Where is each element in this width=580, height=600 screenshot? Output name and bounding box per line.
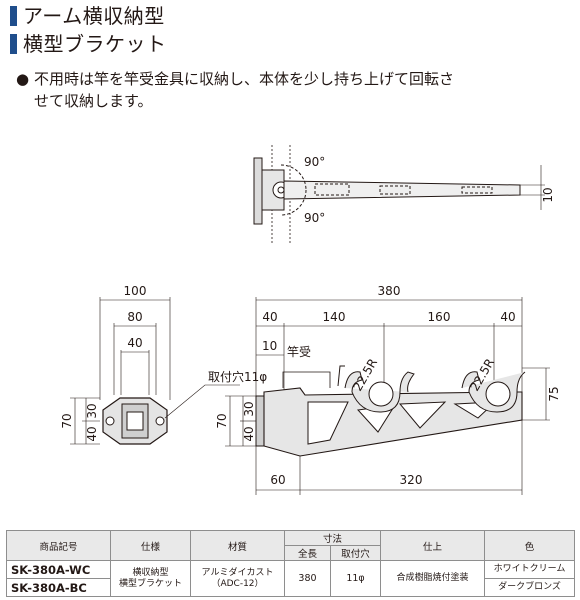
finish-cell: 合成樹脂焼付塗装	[380, 560, 486, 597]
description: ●不用時は竿を竿受金具に収納し、本体を少し持ち上げて回転さ せて収納します。	[16, 68, 571, 112]
heading-bracket-type: 横型ブラケット	[10, 33, 167, 55]
side-view-diagram	[225, 297, 550, 495]
side-height-75: 75	[547, 386, 561, 401]
model-code: SK-380A-WC	[6, 560, 111, 579]
header-finish: 仕上	[380, 530, 486, 561]
header-model: 商品記号	[6, 530, 111, 561]
spec-table: 商品記号 仕様 材質 寸法 仕上 色 全長 取付穴 SK-380A-WC 横収納…	[6, 530, 576, 597]
description-line-1: 不用時は竿を竿受金具に収納し、本体を少し持ち上げて回転さ	[34, 70, 455, 88]
table-row: SK-380A-WC 横収納型横型ブラケット アルミダイカスト（ADC-12） …	[6, 560, 576, 597]
front-inner-dim: 80	[127, 310, 142, 324]
model-code: SK-380A-BC	[6, 578, 111, 597]
length-cell: 380	[284, 560, 331, 597]
angle-lower-label: 90°	[304, 211, 325, 225]
header-color: 色	[484, 530, 576, 561]
material-line-1: アルミダイカスト	[201, 567, 274, 578]
spec-line-2: 横型ブラケット	[118, 578, 182, 589]
header-material: 材質	[190, 530, 285, 561]
side-dim-60: 60	[270, 473, 285, 487]
side-dim-40a: 40	[262, 310, 277, 324]
front-height-40: 40	[85, 426, 99, 441]
front-width-dim: 100	[124, 284, 147, 298]
mount-hole-label: 取付穴11φ	[208, 369, 267, 384]
side-height-40: 40	[242, 426, 256, 441]
header-spec: 仕様	[110, 530, 191, 561]
material-line-2: （ADC-12）	[211, 578, 264, 589]
side-dim-160: 160	[428, 310, 451, 324]
front-center-dim: 40	[127, 336, 142, 350]
material-cell: アルミダイカスト（ADC-12）	[190, 560, 285, 597]
header-size: 寸法	[283, 530, 382, 546]
table-row: SK-380A-BC ダークブロンズ	[6, 578, 576, 597]
heading-text: 横型ブラケット	[23, 32, 167, 56]
color-cell: ホワイトクリーム	[484, 560, 576, 579]
spec-line-1: 横収納型	[132, 567, 169, 578]
side-height-30: 30	[242, 401, 256, 416]
heading-text: アーム横収納型	[23, 4, 165, 28]
top-height-dim: 10	[541, 187, 555, 202]
spec-cell: 横収納型横型ブラケット	[110, 560, 191, 597]
front-height-70: 70	[60, 413, 74, 428]
description-line-2: せて収納します。	[34, 92, 153, 110]
side-total-dim: 380	[378, 284, 401, 298]
header-length: 全長	[284, 545, 331, 561]
heading-arm-storage: アーム横収納型	[10, 5, 165, 27]
side-dim-140: 140	[323, 310, 346, 324]
side-dim-40b: 40	[500, 310, 515, 324]
rod-rest-label: 竿受	[287, 344, 311, 359]
color-cell: ダークブロンズ	[484, 578, 576, 597]
technical-drawing: 90° 90° 10 100 80 40 取付穴11φ 70 30 40 380…	[60, 145, 561, 495]
heading-marker	[10, 34, 17, 54]
side-height-70: 70	[215, 413, 229, 428]
bullet-mark: ●	[16, 70, 30, 88]
header-hole: 取付穴	[329, 545, 382, 561]
side-dim-320: 320	[400, 473, 423, 487]
side-dim-10: 10	[262, 339, 277, 353]
top-view-diagram	[253, 145, 545, 243]
heading-marker	[10, 6, 17, 26]
angle-upper-label: 90°	[304, 155, 325, 169]
hole-cell: 11φ	[329, 560, 382, 597]
front-height-30: 30	[85, 403, 99, 418]
front-view-diagram	[70, 297, 240, 445]
